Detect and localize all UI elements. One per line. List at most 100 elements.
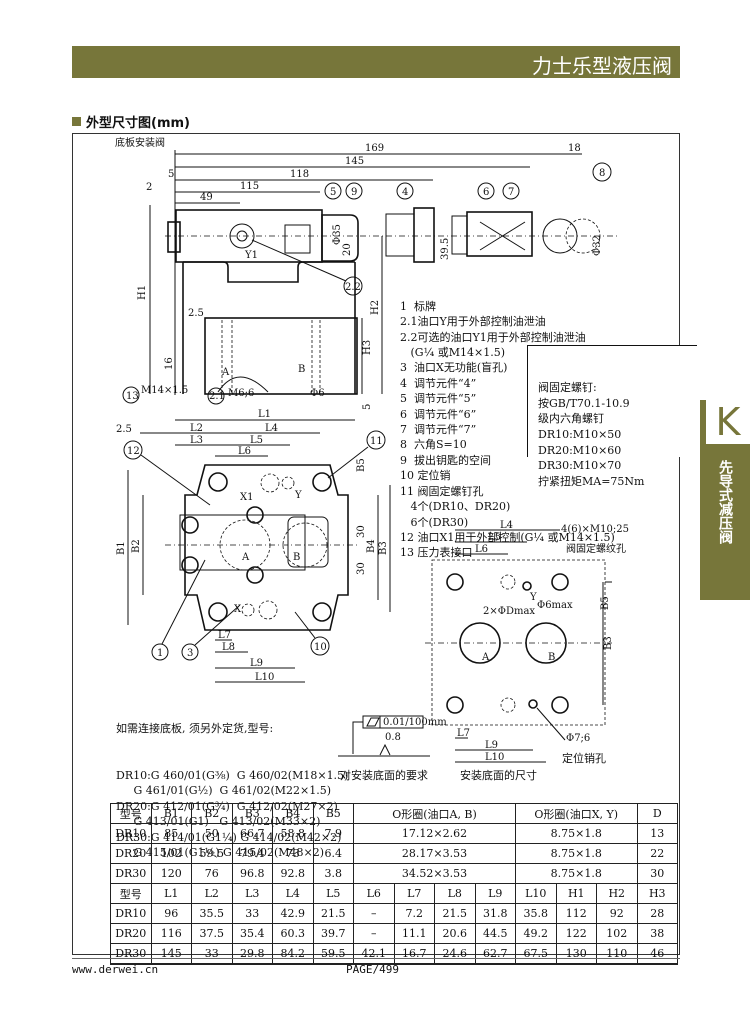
table-cell: 35.8 xyxy=(515,903,557,924)
table-cell: 62.7 xyxy=(474,943,516,964)
legend-item: 12 油口X1用于外部控制(G¼ 或M14×1.5) xyxy=(400,530,615,544)
table-cell: 42.1 xyxy=(353,943,395,964)
table-cell: L6 xyxy=(353,883,395,904)
table-cell: D xyxy=(636,803,678,824)
table-cell: L5 xyxy=(312,883,354,904)
table-cell: 11.1 xyxy=(393,923,435,944)
table-cell: 66.7 xyxy=(231,823,273,844)
table-cell: DR30 xyxy=(110,863,152,884)
table-cell: 33 xyxy=(231,903,273,924)
table-cell: H3 xyxy=(636,883,678,904)
table-cell: 30 xyxy=(636,863,678,884)
table-cell: L7 xyxy=(393,883,435,904)
table-cell: H2 xyxy=(596,883,638,904)
table-cell: 44.5 xyxy=(474,923,516,944)
table-cell: B5 xyxy=(312,803,354,824)
legend-item: 13 压力表接口 xyxy=(400,546,473,560)
header-bar: 力士乐型液压阀 xyxy=(72,46,680,78)
table-cell: 38 xyxy=(636,923,678,944)
table-cell: 102 xyxy=(596,923,638,944)
table-cell: 21.5 xyxy=(312,903,354,924)
table-cell: 29.8 xyxy=(231,943,273,964)
table-cell: 58.8 xyxy=(272,823,314,844)
footer-url[interactable]: www.derwei.cn xyxy=(72,963,159,976)
table-cell: 42.9 xyxy=(272,903,314,924)
table-cell: 8.75×1.8 xyxy=(515,823,638,844)
order-line: G 461/01(G½) G 461/02(M22×1.5) xyxy=(116,784,332,797)
table-cell: DR20 xyxy=(110,843,152,864)
table-cell: DR20 xyxy=(110,923,152,944)
table-cell: 73 xyxy=(272,843,314,864)
table-cell: 59.5 xyxy=(312,943,354,964)
spec-line: 阀固定螺钉: xyxy=(538,381,597,395)
table-cell: 96 xyxy=(150,903,192,924)
legend-item: 8 六角S=10 xyxy=(400,438,467,452)
table-cell: 120 xyxy=(150,863,192,884)
table-cell: L8 xyxy=(434,883,476,904)
legend-item: 2.2可选的油口Y1用于外部控制油泄油 xyxy=(400,330,586,344)
square-bullet-icon xyxy=(72,117,81,126)
table-cell: – xyxy=(353,923,395,944)
table-cell: 8.75×1.8 xyxy=(515,843,638,864)
table-cell: 84.2 xyxy=(272,943,314,964)
table-cell: 17.12×2.62 xyxy=(353,823,516,844)
table-cell: 79.4 xyxy=(231,843,273,864)
section-heading: 外型尺寸图(mm) xyxy=(72,112,190,131)
spec-line: 按GB/T70.1-10.9 xyxy=(538,396,630,410)
table-cell: B2 xyxy=(191,803,233,824)
order-title: 如需连接底板, 须另外定货,型号: xyxy=(116,722,274,735)
table-cell: L1 xyxy=(150,883,192,904)
table-cell: O形圈(油口X, Y) xyxy=(515,803,638,824)
section-title: 外型尺寸图(mm) xyxy=(86,116,190,131)
table-cell: 35.5 xyxy=(191,903,233,924)
legend-item: 10 定位销 xyxy=(400,469,451,483)
table-cell: 22 xyxy=(636,843,678,864)
table-cell: DR10 xyxy=(110,903,152,924)
table-cell: L4 xyxy=(272,883,314,904)
table-cell: 31.8 xyxy=(474,903,516,924)
footer-divider xyxy=(72,958,680,959)
table-cell: 34.52×3.53 xyxy=(353,863,516,884)
legend-item: 3 油口X无功能(盲孔) xyxy=(400,361,508,375)
table-cell: 16.7 xyxy=(393,943,435,964)
table-cell: 7.9 xyxy=(312,823,354,844)
table-cell: 67.5 xyxy=(515,943,557,964)
table-cell: O形圈(油口A, B) xyxy=(353,803,516,824)
table-cell: L2 xyxy=(191,883,233,904)
table-cell: 33 xyxy=(191,943,233,964)
spec-line: DR20:M10×60 xyxy=(538,443,622,457)
table-cell: 102 xyxy=(150,843,192,864)
legend-item: 9 拔出钥匙的空间 xyxy=(400,453,491,467)
legend-item: 7 调节元件“7” xyxy=(400,423,477,437)
table-cell: 28 xyxy=(636,903,678,924)
table-cell: B3 xyxy=(231,803,273,824)
side-tab-letter: K xyxy=(706,400,750,444)
table-cell: DR10 xyxy=(110,823,152,844)
table-cell: 49.2 xyxy=(515,923,557,944)
table-cell: 60.3 xyxy=(272,923,314,944)
table-cell: 型号 xyxy=(110,803,152,824)
table-cell: 59.5 xyxy=(191,843,233,864)
table-cell: 92 xyxy=(596,903,638,924)
table-cell: 35.4 xyxy=(231,923,273,944)
table-cell: 116 xyxy=(150,923,192,944)
table-cell: B1 xyxy=(150,803,192,824)
footer-page: PAGE/499 xyxy=(346,963,399,976)
table-cell: 110 xyxy=(596,943,638,964)
table-cell: 46 xyxy=(636,943,678,964)
table-cell: 85 xyxy=(150,823,192,844)
table-cell: 96.8 xyxy=(231,863,273,884)
order-line: DR10:G 460/01(G⅜) G 460/02(M18×1.5) xyxy=(116,768,349,782)
table-cell: 112 xyxy=(555,903,597,924)
table-cell: L3 xyxy=(231,883,273,904)
legend-item: 4个(DR10、DR20) xyxy=(400,500,511,514)
